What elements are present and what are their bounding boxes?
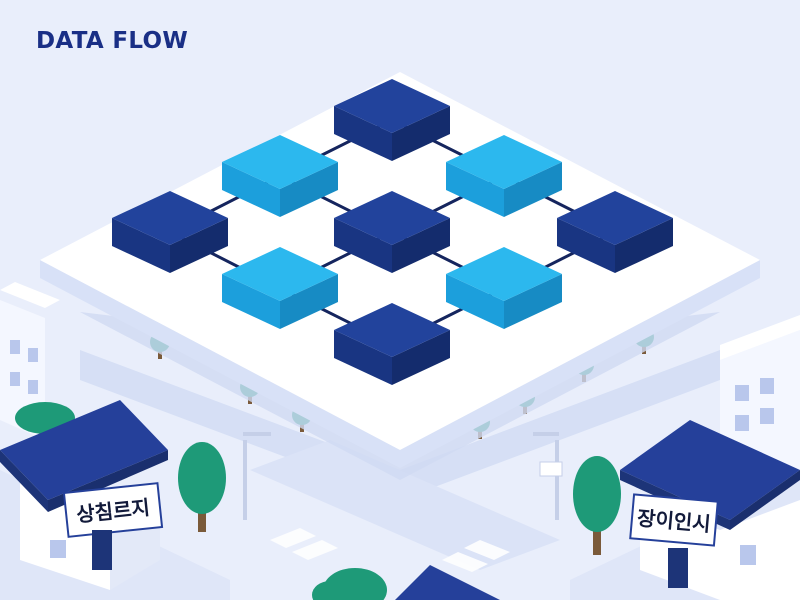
background-building-right (720, 315, 800, 480)
node-n-center (334, 191, 450, 273)
node-n-upper-right (446, 135, 562, 217)
node-n-lower-right (446, 247, 562, 329)
tree-left (178, 442, 226, 532)
node-n-lower-left (222, 247, 338, 329)
street-lamp-left (243, 432, 271, 520)
right-building: 장이인시 (620, 420, 800, 600)
street-lamp-right (533, 432, 563, 520)
foreground-roof (395, 565, 500, 600)
left-building: 상침르지 (0, 400, 168, 590)
node-n-left (112, 191, 228, 273)
tree-right (573, 456, 621, 555)
page-title: DATA FLOW (36, 28, 188, 54)
diagram-nodes (112, 79, 673, 385)
crosswalk (270, 528, 510, 572)
node-n-upper-left (222, 135, 338, 217)
foreground-bush (312, 568, 387, 600)
node-n-right (557, 191, 673, 273)
node-n-bottom (334, 303, 450, 385)
node-n-top (334, 79, 450, 161)
